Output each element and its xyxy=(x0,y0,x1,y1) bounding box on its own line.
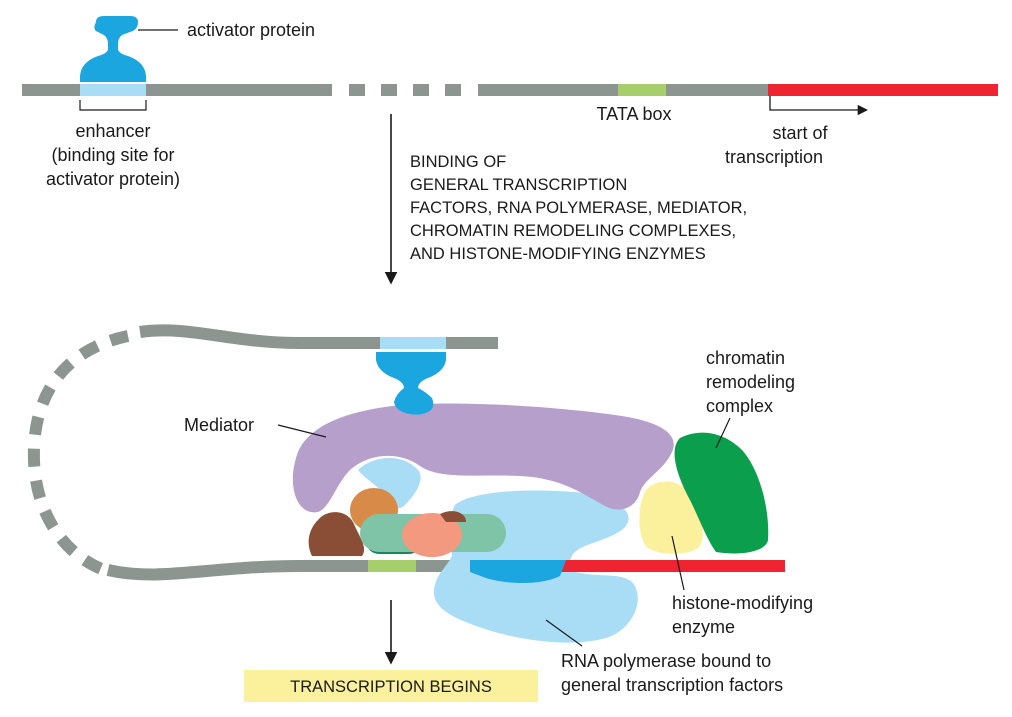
histone-modifying-label: histone-modifying xyxy=(672,593,813,613)
general-factor-arch xyxy=(358,457,421,509)
transcription-begins-text: TRANSCRIPTION BEGINS xyxy=(290,678,492,696)
mediator-leader-line xyxy=(277,424,327,438)
binding-step-line: GENERAL TRANSCRIPTION xyxy=(410,176,627,194)
binding-step-line: BINDING OF xyxy=(410,153,506,171)
general-factor-brown-small xyxy=(440,511,466,522)
coding-region xyxy=(768,84,998,96)
chromatin-remodeling-label: chromatin xyxy=(706,348,785,368)
dna-dash xyxy=(413,84,429,96)
chromatin-remodeling-label-2: remodeling xyxy=(706,372,795,392)
activator-protein-label: activator protein xyxy=(187,20,315,40)
top-dna xyxy=(22,84,998,96)
looped-dna-lower xyxy=(106,560,472,581)
chromatin-leader-line xyxy=(715,417,731,449)
enhancer-bracket xyxy=(79,100,147,111)
mediator-shape xyxy=(292,403,674,513)
rna-polymerase-label: RNA polymerase bound to xyxy=(561,651,771,671)
tata-box-region xyxy=(618,84,666,96)
start-of-transcription-label: start of xyxy=(772,123,828,143)
enhancer-label: enhancer xyxy=(75,121,150,141)
chromatin-remodeling-label-3: complex xyxy=(706,396,773,416)
activator-protein-bound xyxy=(376,352,446,415)
activator-protein-shape xyxy=(80,16,146,82)
dna-dash xyxy=(445,84,461,96)
transcription-begins-banner xyxy=(244,670,538,702)
binding-step-line: AND HISTONE-MODIFYING ENZYMES xyxy=(410,245,706,263)
chromatin-remodeling-complex-shape xyxy=(674,432,769,554)
rna-polymerase-clamp xyxy=(470,560,566,583)
looped-dna-upper xyxy=(139,324,498,349)
general-factor-brown xyxy=(308,512,365,556)
lower-tata-box xyxy=(368,560,416,572)
rnapol-leader-line xyxy=(545,619,583,647)
histone-modifying-enzyme-shape xyxy=(639,481,703,554)
looped-dna-dashed xyxy=(27,330,130,578)
start-of-transcription-label-2: transcription xyxy=(725,147,823,167)
binding-step-line: CHROMATIN REMODELING COMPLEXES, xyxy=(410,222,736,240)
dna-dash xyxy=(349,84,365,96)
enhancer-label-2: (binding site for xyxy=(51,145,174,165)
dna-dash xyxy=(381,84,397,96)
enhancer-label-3: activator protein) xyxy=(46,169,180,189)
dna-segment-left xyxy=(22,84,332,96)
binding-step-line: FACTORS, RNA POLYMERASE, MEDIATOR, xyxy=(410,199,747,217)
histone-modifying-label-2: enzyme xyxy=(672,617,735,637)
tata-box-label: TATA box xyxy=(596,104,671,124)
start-transcription-arrow xyxy=(769,96,869,116)
rna-polymerase-label-2: general transcription factors xyxy=(561,675,783,695)
enhancer-region xyxy=(80,84,146,96)
general-factor-salmon xyxy=(402,513,462,557)
histone-leader-line xyxy=(671,535,685,591)
mediator-label: Mediator xyxy=(184,415,254,435)
